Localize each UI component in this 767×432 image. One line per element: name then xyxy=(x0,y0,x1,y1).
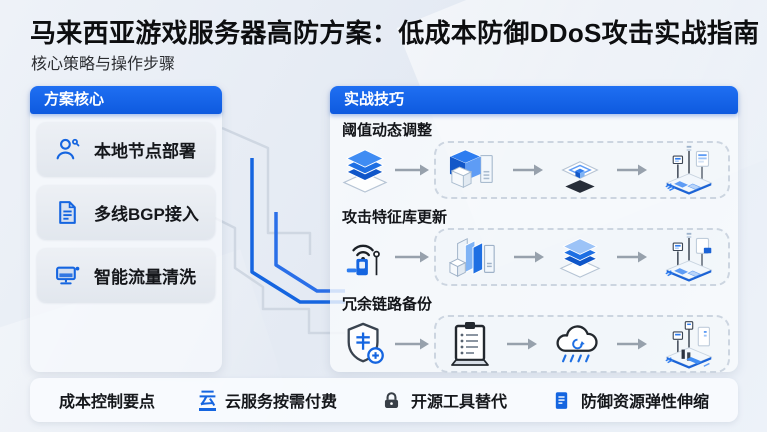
cloud-cn-icon: 云 xyxy=(198,390,216,411)
page-subtitle: 核心策略与操作步骤 xyxy=(31,56,176,73)
arrow-right-icon xyxy=(395,164,429,176)
tactic-row-threshold: 阈值动态调整 xyxy=(340,119,730,203)
page-title: 马来西亚游戏服务器高防方案：低成本防御DDoS攻击实战指南 xyxy=(30,18,760,48)
wifi-device-icon xyxy=(340,229,390,285)
arrow-right-icon xyxy=(616,251,647,263)
tactics-panel-header: 实战技巧 xyxy=(330,86,738,114)
city-platform-icon xyxy=(662,231,716,283)
tactic-flow xyxy=(340,228,730,286)
core-plan-panel-title: 方案核心 xyxy=(44,91,105,108)
shield-plus-icon xyxy=(340,316,390,372)
rain-cloud-icon xyxy=(552,321,602,367)
footer-item-elastic-defense: 防御资源弹性伸缩 xyxy=(551,388,709,412)
core-plan-panel-header: 方案核心 xyxy=(30,86,222,114)
padlock-icon xyxy=(381,390,402,411)
footer-item-cost-control: 成本控制要点 xyxy=(59,388,155,412)
footer-item-cloud-payg: 云 云服务按需付费 xyxy=(198,388,337,412)
footer-item-label: 防御资源弹性伸缩 xyxy=(581,394,710,411)
footer-item-label: 云服务按需付费 xyxy=(224,394,337,411)
monitor-icon xyxy=(54,262,81,289)
core-item-bgp: 多线BGP接入 xyxy=(37,185,215,239)
footer-bar: 成本控制要点 云 云服务按需付费 开源工具替代 xyxy=(30,378,738,422)
core-plan-panel: 方案核心 本地节点部署 xyxy=(30,86,222,372)
tactic-flow xyxy=(340,315,730,373)
tactic-steps-box xyxy=(434,228,730,286)
tactic-row-signature-update: 攻击特征库更新 xyxy=(340,206,730,290)
tactics-panel: 实战技巧 阈值动态调整 xyxy=(330,86,738,373)
cube-platform-icon xyxy=(558,146,602,194)
core-item-label: 智能流量清洗 xyxy=(94,267,196,287)
clipboard-icon xyxy=(448,320,492,368)
arrow-right-icon xyxy=(395,251,429,263)
arrow-right-icon xyxy=(507,338,537,350)
server-rack-icon xyxy=(448,233,498,281)
tactics-panel-title: 实战技巧 xyxy=(344,91,405,108)
footer-item-label: 开源工具替代 xyxy=(411,394,508,411)
arrow-right-icon xyxy=(617,164,647,176)
document-icon xyxy=(54,199,81,226)
tactic-row-label: 冗余链路备份 xyxy=(342,296,433,313)
tactic-row-redundant-backup: 冗余链路备份 xyxy=(340,293,730,377)
city-platform-icon xyxy=(662,318,716,370)
core-item-label: 本地节点部署 xyxy=(94,141,196,161)
core-item-label: 多线BGP接入 xyxy=(94,204,199,224)
server-cluster-icon xyxy=(448,146,498,194)
tactic-row-label: 攻击特征库更新 xyxy=(342,209,448,226)
tactics-rows: 阈值动态调整 xyxy=(330,114,738,377)
footer-item-opensource: 开源工具替代 xyxy=(381,388,507,412)
city-platform-icon xyxy=(662,144,716,196)
user-node-icon xyxy=(54,136,81,163)
connector-lines-decoration xyxy=(205,126,345,335)
tactic-steps-box xyxy=(434,141,730,199)
core-item-traffic-clean: 智能流量清洗 xyxy=(37,248,215,302)
document-blue-icon xyxy=(551,390,572,411)
tactic-steps-box xyxy=(434,315,730,373)
arrow-right-icon xyxy=(617,338,647,350)
core-item-local-node: 本地节点部署 xyxy=(37,122,215,176)
arrow-right-icon xyxy=(395,338,429,350)
tactic-row-label: 阈值动态调整 xyxy=(342,122,433,139)
arrow-right-icon xyxy=(513,164,543,176)
core-plan-list: 本地节点部署 多线BGP接入 xyxy=(30,114,222,302)
tactic-flow xyxy=(340,141,730,199)
footer-item-label: 成本控制要点 xyxy=(58,394,155,411)
arrow-right-icon xyxy=(513,251,544,263)
layer-stack-icon xyxy=(340,142,390,198)
layer-stack-icon xyxy=(559,235,601,279)
